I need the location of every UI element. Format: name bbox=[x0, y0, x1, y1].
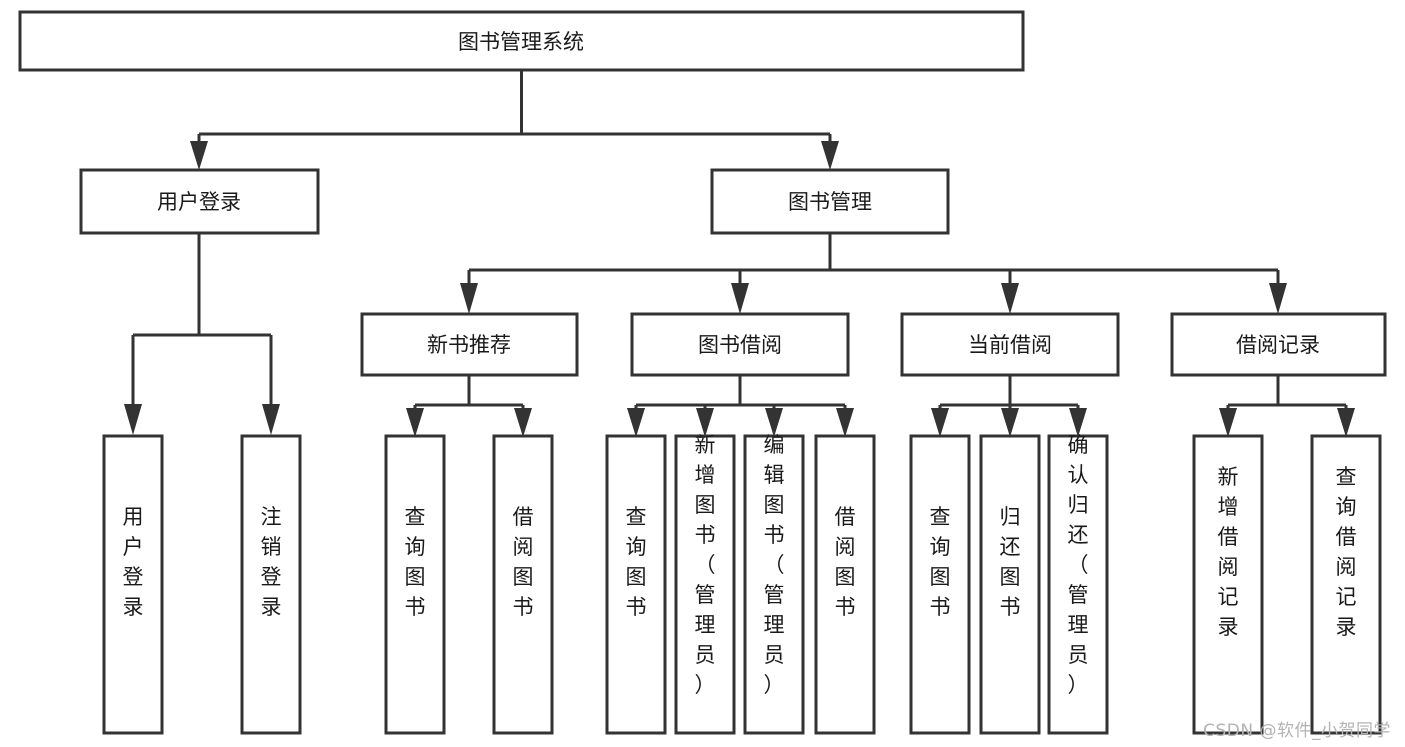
leaf-label-user-login-2: 注销登录 bbox=[261, 505, 282, 619]
node-current-borrow-box[interactable] bbox=[900, 312, 1120, 377]
leaf-label-book-borrow-1: 查询图书 bbox=[626, 505, 647, 619]
arrowhead-books-child-3 bbox=[1001, 283, 1019, 314]
arrowhead-current-leaf-2 bbox=[1001, 408, 1019, 437]
arrowhead-current-leaf-1 bbox=[931, 408, 949, 437]
arrowhead-root-to-user bbox=[190, 141, 208, 170]
arrowhead-books-child-4 bbox=[1269, 283, 1287, 314]
node-new-book-recommend[interactable]: 新书推荐 bbox=[360, 312, 579, 377]
leaf-box-current-borrow-2[interactable] bbox=[979, 434, 1041, 735]
leaf-box-borrow-record-2[interactable] bbox=[1310, 434, 1382, 735]
node-root-box[interactable] bbox=[18, 10, 1025, 72]
leaf-box-book-borrow-1[interactable] bbox=[605, 434, 667, 735]
node-borrow-record-box[interactable] bbox=[1170, 312, 1387, 377]
arrowhead-record-leaf-1 bbox=[1219, 408, 1237, 437]
leaf-node[interactable]: 编辑图书（管理员） bbox=[743, 433, 805, 735]
leaf-node[interactable]: 查询图书 bbox=[909, 434, 971, 735]
leaf-node[interactable]: 归还图书 bbox=[979, 434, 1041, 735]
leaf-label-user-login-1: 用户登录 bbox=[123, 505, 144, 619]
leaf-label-borrow-record-1: 新增借阅记录 bbox=[1218, 465, 1239, 639]
leaf-box-current-borrow-1[interactable] bbox=[909, 434, 971, 735]
leaf-node[interactable]: 查询图书 bbox=[605, 434, 667, 735]
arrowhead-borrow-leaf-4 bbox=[836, 408, 854, 437]
leaf-box-user-login-1[interactable] bbox=[102, 434, 164, 735]
connector-group-book-manage bbox=[460, 233, 1287, 314]
arrowhead-borrow-leaf-2 bbox=[696, 408, 714, 437]
arrowhead-user-leaf-2 bbox=[262, 404, 280, 435]
arrowhead-root-to-books bbox=[821, 141, 839, 170]
node-root-label: 图书管理系统 bbox=[458, 30, 584, 54]
node-book-manage[interactable]: 图书管理 bbox=[710, 168, 950, 235]
connector-group-book-borrow bbox=[627, 375, 854, 437]
leaf-label-borrow-record-2: 查询借阅记录 bbox=[1336, 465, 1357, 639]
arrowhead-borrow-leaf-1 bbox=[627, 408, 645, 437]
leaf-node[interactable]: 借阅图书 bbox=[814, 434, 876, 735]
leaf-node[interactable]: 借阅图书 bbox=[492, 434, 554, 735]
arrowhead-user-leaf-1 bbox=[124, 404, 142, 435]
node-borrow-record[interactable]: 借阅记录 bbox=[1170, 312, 1387, 377]
node-new-book-recommend-box[interactable] bbox=[360, 312, 579, 377]
leaf-label-new-book-1: 查询图书 bbox=[405, 505, 426, 619]
leaf-box-new-book-2[interactable] bbox=[492, 434, 554, 735]
leaf-label-new-book-2: 借阅图书 bbox=[513, 505, 534, 619]
leaf-node[interactable]: 查询借阅记录 bbox=[1310, 434, 1382, 735]
arrowhead-books-child-2 bbox=[731, 283, 749, 314]
node-user-login-label: 用户登录 bbox=[157, 190, 241, 214]
connector-group-new-book bbox=[406, 375, 532, 437]
arrowhead-newbook-leaf-1 bbox=[406, 408, 424, 437]
leaf-box-book-borrow-4[interactable] bbox=[814, 434, 876, 735]
node-book-borrow-box[interactable] bbox=[630, 312, 850, 377]
leaf-node[interactable]: 用户登录 bbox=[102, 434, 164, 735]
node-user-login[interactable]: 用户登录 bbox=[79, 168, 320, 235]
node-new-book-recommend-label: 新书推荐 bbox=[427, 333, 511, 357]
connector-group-borrow-record bbox=[1219, 375, 1355, 437]
connector-group-current-borrow bbox=[931, 375, 1087, 437]
arrowhead-borrow-leaf-3 bbox=[765, 408, 783, 437]
node-book-manage-box[interactable] bbox=[710, 168, 950, 235]
leaf-node[interactable]: 确认归还（管理员） bbox=[1047, 433, 1109, 735]
leaf-box-borrow-record-1[interactable] bbox=[1192, 434, 1264, 735]
node-user-login-box[interactable] bbox=[79, 168, 320, 235]
leaf-label-current-borrow-2: 归还图书 bbox=[1000, 505, 1021, 619]
node-borrow-record-label: 借阅记录 bbox=[1236, 333, 1320, 357]
leaf-node[interactable]: 注销登录 bbox=[240, 434, 302, 735]
node-root[interactable]: 图书管理系统 bbox=[18, 10, 1025, 72]
leaf-box-user-login-2[interactable] bbox=[240, 434, 302, 735]
leaf-label-book-borrow-4: 借阅图书 bbox=[835, 505, 856, 619]
connector-group-root bbox=[190, 70, 839, 170]
leaf-node[interactable]: 新增图书（管理员） bbox=[674, 433, 736, 735]
leaf-node[interactable]: 新增借阅记录 bbox=[1192, 434, 1264, 735]
leaf-label-current-borrow-1: 查询图书 bbox=[930, 505, 951, 619]
leaf-label-book-borrow-3: 编辑图书（管理员） bbox=[764, 433, 785, 697]
leaf-node[interactable]: 查询图书 bbox=[384, 434, 446, 735]
node-book-borrow-label: 图书借阅 bbox=[698, 333, 782, 357]
arrowhead-current-leaf-3 bbox=[1069, 408, 1087, 437]
leaf-box-book-borrow-2[interactable] bbox=[674, 434, 736, 735]
node-current-borrow-label: 当前借阅 bbox=[968, 333, 1052, 357]
leaf-label-book-borrow-2: 新增图书（管理员） bbox=[695, 433, 716, 697]
node-book-manage-label: 图书管理 bbox=[788, 190, 872, 214]
leaf-label-current-borrow-3: 确认归还（管理员） bbox=[1068, 433, 1089, 697]
arrowhead-record-leaf-2 bbox=[1337, 408, 1355, 437]
connector-group-user-login bbox=[124, 233, 280, 435]
arrowhead-newbook-leaf-2 bbox=[514, 408, 532, 437]
node-current-borrow[interactable]: 当前借阅 bbox=[900, 312, 1120, 377]
leaf-box-book-borrow-3[interactable] bbox=[743, 434, 805, 735]
arrowhead-books-child-1 bbox=[460, 283, 478, 314]
node-book-borrow[interactable]: 图书借阅 bbox=[630, 312, 850, 377]
leaf-box-new-book-1[interactable] bbox=[384, 434, 446, 735]
leaf-box-current-borrow-3[interactable] bbox=[1047, 434, 1109, 735]
